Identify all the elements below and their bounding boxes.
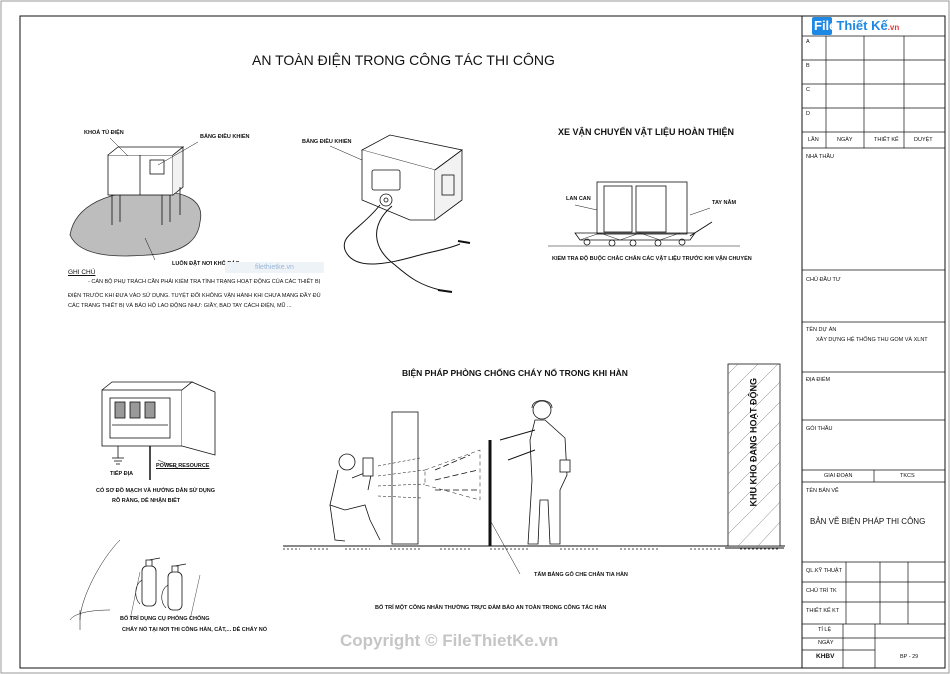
ten-ban-ve-value: BẢN VẼ BIỆN PHÁP THI CÔNG xyxy=(810,517,926,526)
nha-thau-label: NHÀ THẦU xyxy=(806,154,835,160)
giai-doan-label: GIAI ĐOẠN xyxy=(824,473,853,479)
watermark: Copyright © FileThietKe.vn xyxy=(340,631,559,650)
welding-machine-icon xyxy=(329,134,471,293)
note-line-3: CÁC TRANG THIẾT BỊ VÀ BẢO HỘ LAO ĐỘNG NH… xyxy=(68,303,292,309)
dia-diem-label: ĐỊA ĐIỂM xyxy=(806,377,831,383)
label-keep-dry: LUÔN ĐẶT NƠI KHÔ RÁO xyxy=(172,261,240,267)
distribution-cabinet-icon xyxy=(101,381,216,480)
cart-title: XE VẬN CHUYỂN VẬT LIỆU HOÀN THIỆN xyxy=(558,127,735,137)
label-cabinet-lock: KHOÁ TỦ ĐIỆN xyxy=(84,130,124,136)
ql-ky-thuat-label: QL.KỸ THUẬT xyxy=(806,568,842,574)
welding-title: BIỆN PHÁP PHÒNG CHỐNG CHÁY NỔ TRONG KHI … xyxy=(402,368,628,378)
rev-b: B xyxy=(806,63,810,69)
welding-caption: BỐ TRÍ MỘT CÔNG NHÂN THƯỜNG TRỰC ĐẢM BẢO… xyxy=(375,605,607,611)
welding-scene-icon xyxy=(283,400,785,575)
thiet-ke-kt-label: THIẾT KẾ KT xyxy=(806,608,840,614)
cabinet-caption-2: RÕ RÀNG, DỄ NHẬN BIẾT xyxy=(112,498,181,504)
ten-du-an-value: XÂY DỰNG HỆ THỐNG THU GOM VÀ XLNT xyxy=(816,337,928,343)
title-block-grid xyxy=(802,35,945,668)
label-control-panel: BẢNG ĐIỀU KHIỂN xyxy=(200,134,250,140)
rev-d: D xyxy=(806,111,810,117)
note-heading: GHI CHÚ xyxy=(68,269,96,276)
cart-label-handle: TAY NẮM xyxy=(712,200,737,206)
rev-a: A xyxy=(806,39,810,45)
cart-caption: KIỂM TRA ĐỘ BUỘC CHẮC CHẮN CÁC VẬT LIỆU … xyxy=(552,256,752,262)
cabinet-caption-1: CÓ SƠ ĐỒ MẠCH VÀ HƯỚNG DẪN SỬ DỤNG xyxy=(96,488,216,494)
material-cart-icon xyxy=(548,181,740,247)
goi-thau-label: GÓI THẦU xyxy=(806,426,833,432)
welding-label-shield: TẤM BẢNG GỖ CHE CHẮN TIA HÀN xyxy=(534,572,628,578)
ti-le-label: TỈ LỆ xyxy=(818,627,832,633)
logo-left: File xyxy=(814,18,837,33)
ngay-label: NGÀY xyxy=(818,640,834,646)
warehouse-wall xyxy=(725,363,784,549)
cabinet-label-power: POWER RESOURCE xyxy=(156,463,210,469)
rev-header-thietke: THIẾT KẾ xyxy=(874,137,899,143)
logo: FileThiết Kế.vn xyxy=(814,19,899,32)
watermark-small: filethietke.vn xyxy=(225,262,324,273)
rev-c: C xyxy=(806,87,810,93)
extinguisher-caption-2: CHÁY NỔ TẠI NƠI THI CÔNG HÀN, CẮT,... DỄ… xyxy=(122,627,268,633)
page-title: AN TOÀN ĐIỆN TRONG CÔNG TÁC THI CÔNG xyxy=(252,52,555,68)
extinguisher-caption-1: BỐ TRÍ DỤNG CỤ PHÒNG CHỐNG xyxy=(120,616,210,622)
label-control-panel-2: BẢNG ĐIỀU KHIỂN xyxy=(302,139,352,145)
tkcs-label: TKCS xyxy=(900,473,915,479)
rev-header-ngay: NGÀY xyxy=(837,137,853,143)
note-line-2: ĐIỆN TRƯỚC KHI ĐƯA VÀO SỬ DỤNG. TUYỆT ĐỐ… xyxy=(68,293,321,299)
logo-suffix: .vn xyxy=(887,23,900,32)
chu-dau-tu-label: CHỦ ĐẦU TƯ xyxy=(806,277,841,283)
rev-header-duyet: DUYỆT xyxy=(914,137,933,143)
sheet-number: BP - 29 xyxy=(900,654,919,660)
note-line-1: - CÁN BỘ PHỤ TRÁCH CẦN PHẢI KIỂM TRA TÌN… xyxy=(88,279,321,285)
cart-label-rail: LAN CAN xyxy=(566,196,591,202)
cabinet-label-ground: TIẾP ĐỊA xyxy=(110,471,134,477)
khbv-label: KHBV xyxy=(816,653,835,660)
warehouse-label: KHU KHO ĐANG HOẠT ĐỘNG xyxy=(748,378,759,507)
logo-right: Thiết Kế xyxy=(836,18,888,33)
logo-mark-icon xyxy=(812,17,832,35)
fire-extinguisher-icon xyxy=(69,539,201,630)
ten-du-an-label: TÊN DỰ ÁN xyxy=(806,327,837,333)
electric-box-icon xyxy=(69,137,202,261)
chu-tri-label: CHỦ TRÌ TK xyxy=(806,588,837,594)
rev-header-lan: LẦN xyxy=(808,137,819,143)
ten-ban-ve-label: TÊN BẢN VẼ xyxy=(806,488,839,494)
